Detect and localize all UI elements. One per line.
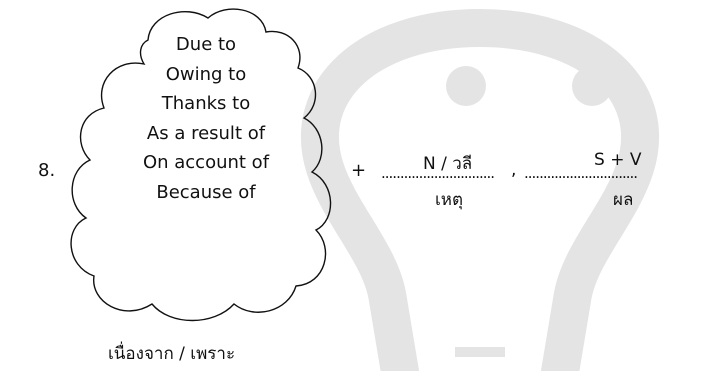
cloud-caption: เนื่องจาก / เพราะ: [108, 344, 236, 364]
phrase-thanks-to: Thanks to: [161, 93, 251, 114]
label-cause: เหตุ: [435, 190, 464, 210]
cloud-phrase-list: Due to Owing to Thanks to As a result of…: [86, 30, 326, 207]
label-subject-verb: S + V: [594, 150, 642, 170]
item-number: 8.: [38, 160, 56, 181]
phrase-on-account-of: On account of: [142, 152, 270, 173]
comma: ,: [511, 160, 517, 180]
label-effect: ผล: [613, 190, 634, 210]
phrase-owing-to: Owing to: [165, 63, 247, 85]
plus-sign: +: [351, 160, 367, 181]
phrase-because-of: Because of: [156, 181, 256, 203]
phrase-as-a-result-of: As a result of: [146, 122, 266, 144]
phrase-due-to: Due to: [175, 34, 237, 55]
blank-effect: ..............................: [524, 164, 638, 182]
label-noun-phrase: N / วลี: [423, 154, 473, 174]
blank-cause: ..............................: [381, 164, 495, 182]
